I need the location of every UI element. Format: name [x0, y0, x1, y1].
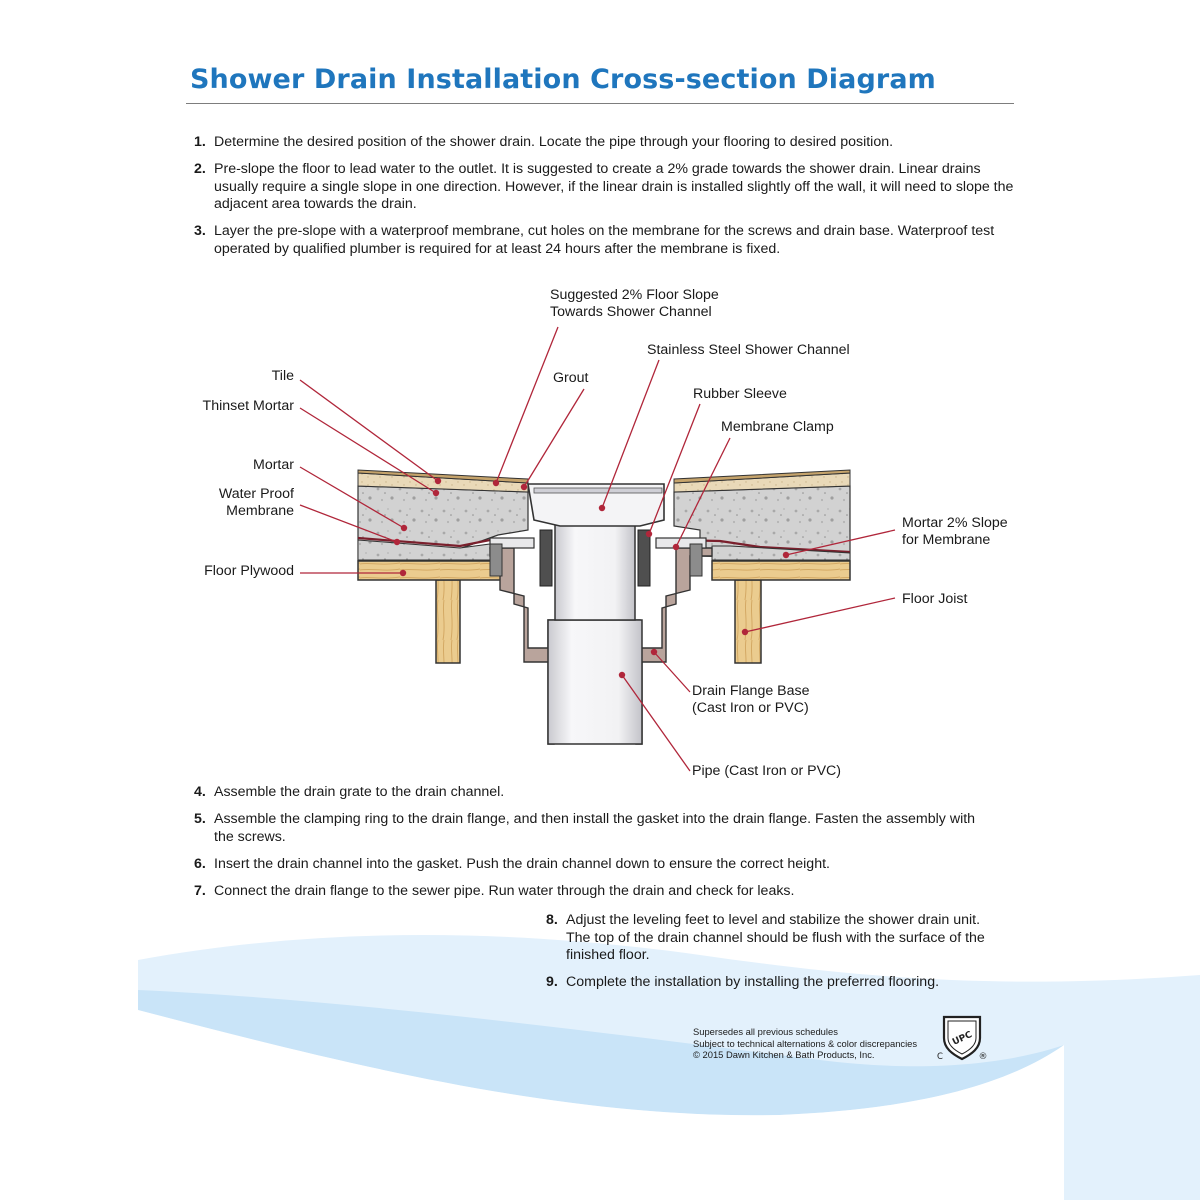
step-text: Assemble the clamping ring to the drain … — [214, 811, 976, 845]
step-number: 3. — [194, 223, 206, 239]
step-number: 8. — [546, 912, 558, 928]
left-joist — [435, 579, 461, 664]
label-membrane-clamp: Membrane Clamp — [721, 419, 834, 435]
step-text: Adjust the leveling feet to level and st… — [566, 912, 985, 963]
label-drain-flange-line1: Drain Flange Base — [692, 683, 810, 699]
step-text: Layer the pre-slope with a waterproof me… — [214, 223, 995, 257]
label-floor-joist: Floor Joist — [902, 591, 968, 607]
step-number: 2. — [194, 161, 206, 177]
right-joist — [734, 579, 762, 664]
step-number: 7. — [194, 883, 206, 899]
label-floor-plywood: Floor Plywood — [204, 563, 294, 579]
step-number: 5. — [194, 811, 206, 827]
step-3: 3. Layer the pre-slope with a waterproof… — [194, 223, 1004, 258]
pipe — [547, 619, 643, 745]
step-text: Complete the installation by installing … — [566, 974, 940, 990]
right-plywood — [711, 560, 851, 581]
upc-c-mark: C — [937, 1052, 943, 1062]
label-floor-slope: Suggested 2% Floor Slope Towards Shower … — [550, 287, 719, 321]
step-6: 6. Insert the drain channel into the gas… — [194, 856, 1014, 874]
label-drain-flange-line2: (Cast Iron or PVC) — [692, 700, 809, 716]
upc-registered-mark: ® — [979, 1052, 988, 1062]
step-1: 1. Determine the desired position of the… — [194, 134, 1014, 152]
step-2: 2. Pre-slope the floor to lead water to … — [194, 161, 1014, 214]
footer-line-2: Subject to technical alternations & colo… — [693, 1037, 918, 1049]
step-text: Insert the drain channel into the gasket… — [214, 856, 830, 872]
label-pipe: Pipe (Cast Iron or PVC) — [692, 763, 842, 779]
label-rubber-sleeve: Rubber Sleeve — [693, 386, 787, 402]
page-title: Shower Drain Installation Cross-section … — [190, 64, 936, 95]
label-thinset-mortar: Thinset Mortar — [202, 398, 294, 414]
label-mortar: Mortar — [253, 457, 294, 473]
label-membrane-line2: Membrane — [226, 503, 294, 519]
footer-line-1: Supersedes all previous schedules — [693, 1026, 838, 1037]
step-4: 4. Assemble the drain grate to the drain… — [194, 784, 1014, 802]
step-number: 4. — [194, 784, 206, 800]
title-divider — [186, 103, 1014, 104]
step-number: 1. — [194, 134, 206, 150]
label-mortar-slope-line2: for Membrane — [902, 532, 991, 548]
step-text: Connect the drain flange to the sewer pi… — [214, 883, 795, 899]
label-floor-slope-line1: Suggested 2% Floor Slope — [550, 287, 719, 303]
step-5: 5. Assemble the clamping ring to the dra… — [194, 811, 994, 846]
step-text: Pre-slope the floor to lead water to the… — [214, 161, 1014, 212]
label-tile: Tile — [271, 368, 294, 384]
step-8: 8. Adjust the leveling feet to level and… — [546, 912, 996, 965]
label-floor-slope-line2: Towards Shower Channel — [550, 304, 712, 320]
footer-copyright: © 2015 Dawn Kitchen & Bath Products, Inc… — [693, 1049, 875, 1060]
label-mortar-slope-line1: Mortar 2% Slope — [902, 515, 1008, 531]
label-grout: Grout — [553, 370, 589, 386]
label-shower-channel: Stainless Steel Shower Channel — [647, 342, 850, 358]
label-membrane-line1: Water Proof — [218, 486, 294, 502]
step-number: 9. — [546, 974, 558, 990]
step-9: 9. Complete the installation by installi… — [546, 974, 996, 992]
step-7: 7. Connect the drain flange to the sewer… — [194, 883, 1014, 901]
upc-certification-icon: UPC C ® — [937, 1015, 988, 1062]
shower-channel — [527, 483, 665, 527]
label-drain-flange: Drain Flange Base (Cast Iron or PVC) — [692, 683, 810, 717]
label-waterproof-membrane: Water Proof Membrane — [154, 486, 294, 520]
step-text: Determine the desired position of the sh… — [214, 134, 894, 150]
footer-notes: Supersedes all previous schedules Subjec… — [693, 1026, 917, 1061]
label-mortar-slope: Mortar 2% Slope for Membrane — [902, 515, 1008, 549]
step-text: Assemble the drain grate to the drain ch… — [214, 784, 505, 800]
step-number: 6. — [194, 856, 206, 872]
